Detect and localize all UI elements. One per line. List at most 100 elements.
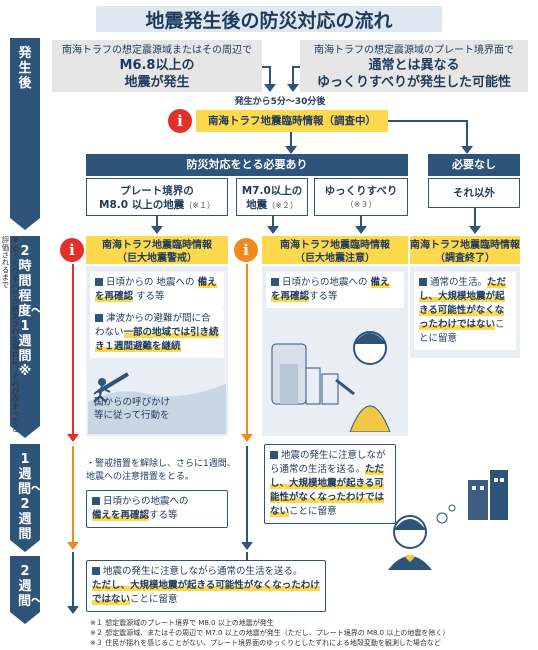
warning-card-follow: 国からの呼びかけ等に従って行動を bbox=[94, 397, 171, 421]
timeline-segment-0: 発生後 bbox=[10, 38, 40, 218]
bullet-square-icon bbox=[95, 314, 103, 322]
week1-right-line bbox=[246, 446, 248, 546]
week2-flow-arrow bbox=[67, 606, 79, 614]
side-note: ※ゆっくりすべりが観測された場合は、それが収まったと評価されるまで bbox=[1, 236, 20, 433]
info-end: 南海トラフ地震臨時情報 （調査終了） bbox=[410, 236, 520, 264]
warning-info-icon: i bbox=[60, 238, 84, 262]
case-m7-ref: （※２） bbox=[267, 201, 298, 210]
connector-line bbox=[156, 216, 158, 228]
caution-flow-arrow bbox=[241, 434, 253, 442]
trigger-slow-slip-line3: ゆっくりすべりが発生した可能性 bbox=[316, 75, 512, 90]
connector-line bbox=[272, 216, 274, 228]
connector-line bbox=[360, 216, 362, 228]
info-icon: i bbox=[168, 109, 192, 133]
case-slow-slip: ゆっくりすべり （※３） bbox=[314, 178, 408, 216]
week1-flow-arrow bbox=[67, 542, 79, 550]
warning-card-prepare: 日頃からの 地震への 備えを再確認 する等 bbox=[90, 272, 224, 308]
case-other: それ以外 bbox=[428, 178, 520, 208]
timeline-label-3: 2週間〜 bbox=[18, 564, 45, 609]
bullet-square-icon bbox=[271, 278, 279, 286]
timeline-arrow-1 bbox=[10, 426, 40, 438]
connector-line bbox=[292, 66, 300, 68]
bullet-square-icon bbox=[419, 278, 427, 286]
trigger-earthquake-line3: 地震が発生 bbox=[124, 75, 190, 90]
connector-arrow bbox=[461, 146, 473, 154]
week1-note-line2: 地震への注意措置をとる。 bbox=[86, 472, 195, 482]
week2-card: 地震の発生に注意しながら通常の生活を送る。 ただし、大規模地震が起きる可能性がな… bbox=[86, 560, 326, 612]
warning-card-prepare-post: する等 bbox=[136, 291, 165, 302]
connector-arrow bbox=[267, 226, 279, 234]
footnote-3: ※３ 住民が揺れを感じることがない、プレート境界面のゆっくりとしたずれによる地殻… bbox=[90, 639, 441, 647]
worried-person-illustration bbox=[388, 470, 508, 570]
timeline-arrow-3 bbox=[10, 612, 40, 624]
info-warning: 南海トラフ地震臨時情報 （巨大地震警戒） bbox=[86, 236, 228, 264]
connector-arrow bbox=[285, 146, 297, 154]
week2-merge-line bbox=[246, 552, 248, 560]
info-caution-line1: 南海トラフ地震臨時情報 bbox=[280, 240, 390, 251]
week1-card: 日頃からの地震への 備えを再確認する等 bbox=[86, 490, 228, 528]
week1-card-post: する等 bbox=[149, 510, 178, 521]
info-caution: 南海トラフ地震臨時情報 （巨大地震注意） bbox=[262, 236, 408, 264]
footnote-2: ※２ 想定震源域、またはその周辺で M7.0 以上の地震が発生（ただし、プレート… bbox=[90, 629, 450, 637]
info-caution-line2: （巨大地震注意） bbox=[295, 253, 375, 264]
timeline-arrow-0 bbox=[10, 218, 40, 230]
supplies-and-person-illustration bbox=[271, 331, 391, 432]
end-card-pre: 通常の生活。 bbox=[430, 277, 488, 288]
connector-line bbox=[262, 66, 270, 68]
tsunami-illustration bbox=[88, 372, 226, 434]
timeline-segment-1: 2時間程度〜1週間※ bbox=[10, 236, 45, 426]
end-card-post: ことに留意 bbox=[419, 319, 505, 344]
bullet-square-icon bbox=[92, 497, 100, 505]
warning-card-evacuate: 津波からの避難が間に合わない一部の地域では引き続き１週間避難を継続 bbox=[90, 308, 224, 358]
week1-card-hl: 備えを再確認 bbox=[92, 510, 150, 521]
info-warning-line2: （巨大地震警戒） bbox=[117, 253, 197, 264]
end-card: 通常の生活。ただし、大規模地震が起きる可能性がなくなったわけではないことに留意 bbox=[414, 272, 516, 350]
timeline-label-2: 1週間〜2週間 bbox=[18, 452, 45, 542]
week2-card-pre: 地震の発生に注意しながら通常の生活を送る。 bbox=[103, 566, 303, 577]
case-slow-slip-ref: （※３） bbox=[345, 200, 377, 209]
week1-right-post: ことに留意 bbox=[289, 506, 337, 517]
connector-arrow bbox=[469, 226, 481, 234]
trigger-earthquake-line1: 南海トラフの想定震源域またはその周辺で bbox=[62, 45, 252, 56]
connector-arrow bbox=[264, 84, 276, 92]
warning-flow-line bbox=[72, 264, 74, 436]
timeline-label-1: 2時間程度〜1週間※ bbox=[18, 244, 45, 379]
info-end-line1: 南海トラフ地震臨時情報 bbox=[410, 240, 520, 251]
info-end-line2: （調査終了） bbox=[435, 253, 495, 264]
week2-card-hl: ただし、大規模地震が起きる可能性がなくなったわけではない bbox=[92, 580, 320, 605]
case-m7-line1: M7.0以上の bbox=[241, 185, 303, 197]
bullet-square-icon bbox=[95, 278, 103, 286]
timeline-arrow-2 bbox=[10, 540, 40, 552]
timeline-segment-2: 1週間〜2週間 bbox=[10, 444, 45, 542]
week1-flow-line bbox=[72, 446, 74, 546]
connector-arrow bbox=[151, 226, 163, 234]
caution-card-prepare-pre: 日頃からの地震への bbox=[282, 277, 368, 288]
no-need-bar: 必要なし bbox=[428, 154, 520, 176]
bullet-square-icon bbox=[92, 567, 100, 575]
week1-note: ・警戒措置を解除し、さらに1週間、 地震への注意措置をとる。 bbox=[86, 458, 256, 484]
connector-arrow bbox=[355, 226, 367, 234]
week2-flow-line bbox=[72, 552, 74, 608]
case-m8-line2: M8.0 以上の地震 bbox=[99, 199, 185, 211]
timeline-segment-3: 2週間〜 bbox=[10, 556, 45, 612]
warning-card-evacuate-pre: 津波からの避難が間に合わない bbox=[95, 313, 211, 338]
week1-card-pre: 日頃からの地震への bbox=[103, 496, 189, 507]
info-warning-line1: 南海トラフ地震臨時情報 bbox=[102, 240, 212, 251]
trigger-earthquake: 南海トラフの想定震源域またはその周辺で M6.8以上の 地震が発生 bbox=[52, 40, 262, 92]
connector-line bbox=[292, 66, 294, 86]
connector-line bbox=[290, 132, 292, 146]
need-action-bar: 防災対応をとる必要あり bbox=[86, 154, 408, 176]
case-m8: プレート境界の M8.0 以上の地震（※１） bbox=[86, 178, 228, 216]
connector-line bbox=[474, 208, 476, 228]
week1-right-card: 地震の発生に注意しながら通常の生活を送る。ただし、大規模地震が起きる可能性がなく… bbox=[264, 444, 396, 524]
caution-card-prepare: 日頃からの地震への 備えを再確認する等 bbox=[266, 272, 404, 308]
warning-flow-arrow bbox=[67, 434, 79, 442]
trigger-slow-slip-line1: 南海トラフの想定震源域のプレート境界面で bbox=[314, 45, 514, 56]
week1-right-pre: 地震の発生に注意しながら通常の生活を送る。 bbox=[270, 450, 386, 475]
week2-card-post: ことに留意 bbox=[130, 594, 178, 605]
connector-line bbox=[466, 120, 468, 146]
case-m7: M7.0以上の 地震（※２） bbox=[236, 178, 308, 216]
trigger-slow-slip: 南海トラフの想定震源域のプレート境界面で 通常とは異なる ゆっくりすべりが発生し… bbox=[300, 40, 528, 92]
caution-flow-line bbox=[246, 264, 248, 436]
case-m7-line2: 地震 bbox=[246, 199, 268, 211]
